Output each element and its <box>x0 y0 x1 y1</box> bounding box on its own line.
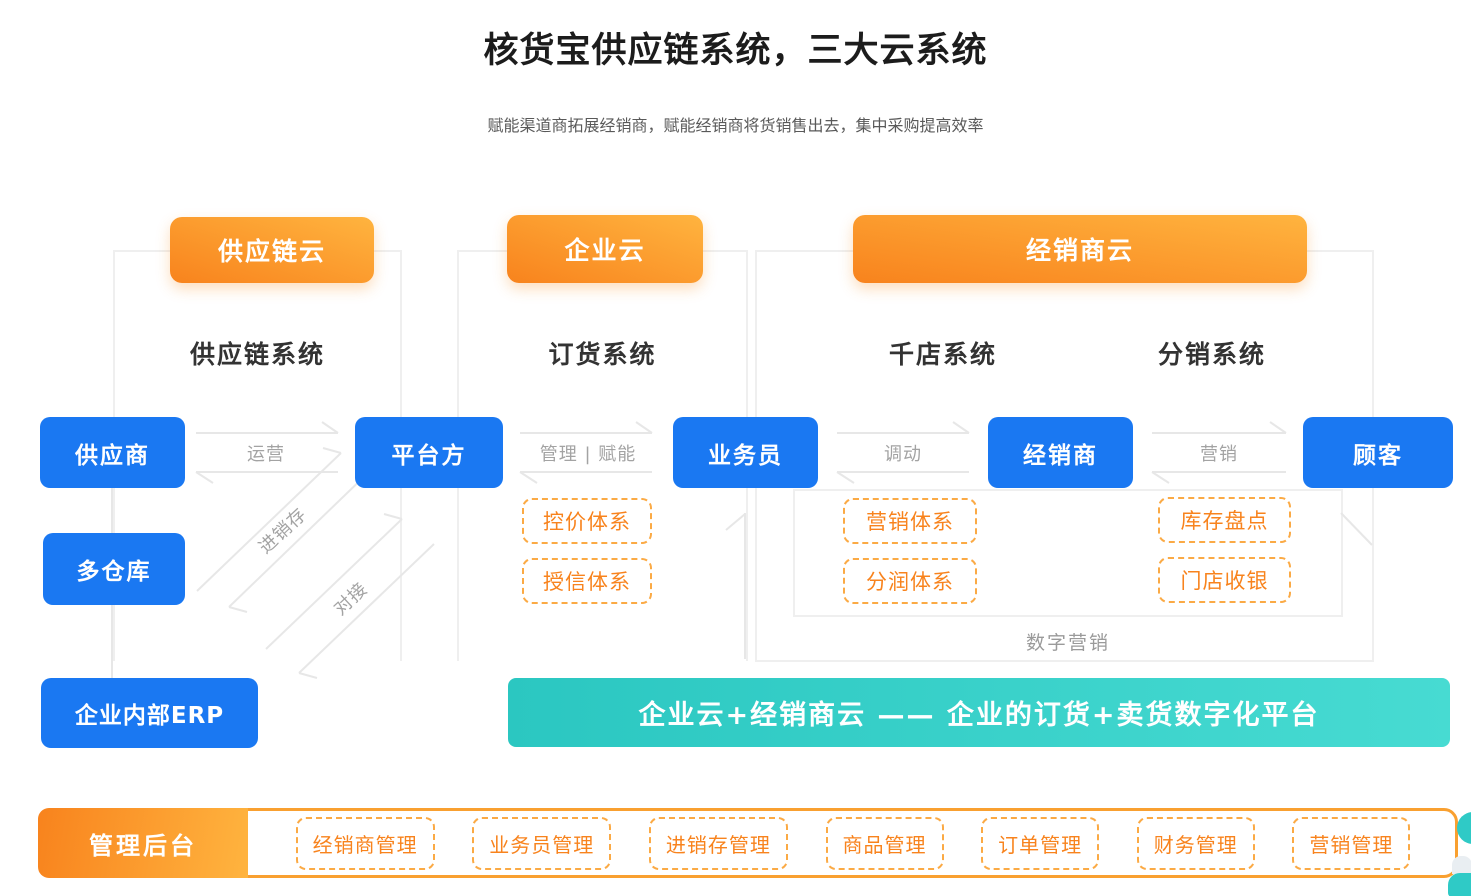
tab-enterprise-cloud: 企业云 <box>507 215 703 283</box>
node-customer: 顾客 <box>1303 417 1453 488</box>
admin-item-marketing-mgmt: 营销管理 <box>1292 816 1411 870</box>
node-warehouse: 多仓库 <box>43 533 185 605</box>
feature-price-control: 控价体系 <box>522 498 652 544</box>
node-dealer: 经销商 <box>988 417 1133 488</box>
node-platform: 平台方 <box>355 417 503 488</box>
node-salesman: 业务员 <box>673 417 818 488</box>
label-supply-system: 供应链系统 <box>189 340 325 369</box>
tab-dealer-cloud: 经销商云 <box>853 215 1307 283</box>
floating-service-figure-icon[interactable] <box>1452 856 1471 874</box>
flow-label-marketing: 营销 <box>1200 444 1238 465</box>
label-order-system: 订货系统 <box>548 340 657 369</box>
admin-bar-items: 经销商管理 业务员管理 进销存管理 商品管理 订单管理 财务管理 营销管理 <box>258 808 1448 878</box>
feature-credit: 授信体系 <box>522 558 652 604</box>
feature-stock-check: 库存盘点 <box>1158 497 1291 543</box>
label-digital-marketing: 数字营销 <box>1025 631 1110 654</box>
node-supplier: 供应商 <box>40 417 185 488</box>
admin-item-order-mgmt: 订单管理 <box>981 816 1100 870</box>
digital-marketing-box <box>793 489 1343 617</box>
banner-enterprise-dealer-cloud: 企业云+经销商云 —— 企业的订货+卖货数字化平台 <box>508 678 1450 747</box>
floating-service-dot-icon[interactable] <box>1457 812 1471 844</box>
label-thousand-store-system: 千店系统 <box>888 340 997 369</box>
flow-label-operation: 运营 <box>247 444 285 465</box>
floating-service-widget[interactable] <box>1448 873 1471 896</box>
admin-item-product-mgmt: 商品管理 <box>825 816 944 870</box>
page-title: 核货宝供应链系统，三大云系统 <box>483 31 988 71</box>
node-erp: 企业内部ERP <box>41 678 258 748</box>
admin-item-psi-mgmt: 进销存管理 <box>648 816 788 870</box>
admin-item-dealer-mgmt: 经销商管理 <box>295 816 435 870</box>
page-subtitle: 赋能渠道商拓展经销商，赋能经销商将货销售出去，集中采购提高效率 <box>487 116 984 135</box>
admin-item-finance-mgmt: 财务管理 <box>1136 816 1255 870</box>
feature-profit-sharing: 分润体系 <box>843 558 977 604</box>
flow-label-dispatch: 调动 <box>884 444 922 465</box>
admin-item-salesman-mgmt: 业务员管理 <box>472 816 612 870</box>
label-distribution-system: 分销系统 <box>1157 340 1266 369</box>
feature-store-cashier: 门店收银 <box>1158 557 1291 603</box>
flow-label-manage-empower: 管理 | 赋能 <box>539 444 637 465</box>
feature-marketing-system: 营销体系 <box>843 498 977 544</box>
tab-supply-cloud: 供应链云 <box>170 217 374 283</box>
admin-bar-title: 管理后台 <box>38 808 248 878</box>
